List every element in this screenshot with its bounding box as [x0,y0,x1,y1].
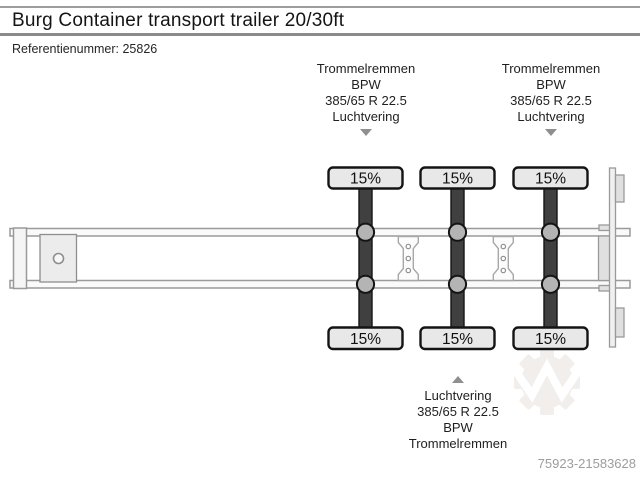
frame-front-cap [12,227,28,290]
cross-member-bolts [405,243,507,274]
spec-brakes: Trommelremmen [501,61,601,76]
spec-suspension: Luchtvering [424,388,492,403]
axle-hub [355,274,376,294]
arrow-up-icon [452,376,464,383]
axle-hub [540,274,561,294]
spec-tyre-size: 385/65 R 22.5 [510,93,592,108]
wheel-box [512,326,589,351]
spec-axle-brand: BPW [443,420,473,435]
axle-spec-top-left: Trommelremmen BPW 385/65 R 22.5 Luchtver… [291,61,441,136]
axle-group-rear: 15% 15% [512,166,589,351]
axle-load-label: 15% [442,331,473,348]
kingpin-icon [52,252,65,265]
axle-beam [543,187,558,329]
axle-load-label: 15% [535,171,566,188]
rear-plate [608,167,617,348]
watermark-logo [513,349,581,415]
spec-suspension: Luchtvering [517,109,585,124]
axle-load-label: 15% [442,171,473,188]
axle-beam [358,187,373,329]
frame-rail-bottom [9,279,631,289]
axle-spec-top-right: Trommelremmen BPW 385/65 R 22.5 Luchtver… [476,61,626,136]
spec-axle-brand: BPW [536,77,566,92]
wheel-box [512,166,589,190]
listing-id: 75923-21583628 [537,456,636,471]
axle-hub [355,222,376,242]
spec-tyre-size: 385/65 R 22.5 [325,93,407,108]
spec-brakes: Trommelremmen [316,61,416,76]
title-divider [0,33,640,36]
top-divider [0,6,640,8]
spec-axle-brand: BPW [351,77,381,92]
spec-brakes: Trommelremmen [408,436,508,451]
wheel-box [419,326,496,351]
trailer-frame [9,167,631,348]
axle-group-middle: 15% 15% [419,166,496,351]
arrow-down-icon [545,129,557,136]
axle-load-label: 15% [350,171,381,188]
axle-load-label: 15% [535,331,566,348]
axle-load-label: 15% [350,331,381,348]
axle-hub [447,274,468,294]
axle-group-front: 15% 15% [327,166,404,351]
spec-suspension: Luchtvering [332,109,400,124]
frame-rail-top [9,227,631,237]
wheel-box [327,166,404,190]
reference-number: Referentienummer: 25826 [12,42,158,56]
axle-beam [450,187,465,329]
page-title: Burg Container transport trailer 20/30ft [12,10,345,31]
axle-hub [447,222,468,242]
arrow-down-icon [360,129,372,136]
axle-spec-bottom: Luchtvering 385/65 R 22.5 BPW Trommelrem… [383,376,533,452]
axle-hub [540,222,561,242]
wheel-box [419,166,496,190]
wheel-box [327,326,404,351]
spec-tyre-size: 385/65 R 22.5 [417,404,499,419]
rear-bumper-assembly [597,167,625,348]
